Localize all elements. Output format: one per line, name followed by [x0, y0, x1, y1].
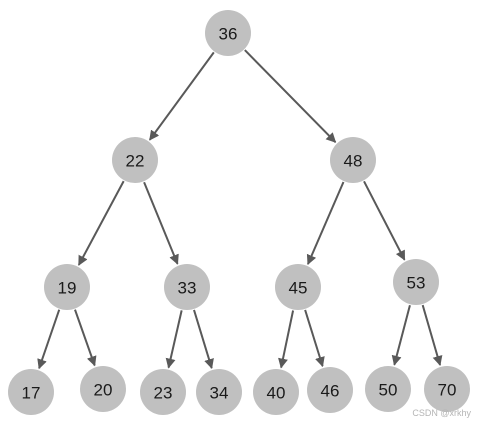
- edge-36-to-48: [244, 49, 337, 143]
- node-label: 45: [289, 279, 308, 298]
- node-label: 33: [178, 279, 197, 298]
- tree-node-70: 70: [424, 366, 470, 412]
- tree-node-17: 17: [8, 369, 54, 415]
- node-label: 48: [344, 152, 363, 171]
- tree-node-33: 33: [164, 264, 210, 310]
- node-label: 34: [210, 384, 229, 403]
- node-label: 53: [407, 274, 426, 293]
- node-circle: [44, 264, 90, 310]
- node-circle: [80, 366, 126, 412]
- node-circle: [393, 259, 439, 305]
- node-circle: [112, 137, 158, 183]
- edge-22-to-33: [143, 181, 179, 265]
- tree-node-34: 34: [196, 369, 242, 415]
- edge-48-to-53: [363, 180, 406, 261]
- tree-node-40: 40: [253, 369, 299, 415]
- tree-node-19: 19: [44, 264, 90, 310]
- tree-node-36: 36: [205, 10, 251, 56]
- edge-53-to-50: [391, 304, 411, 366]
- node-circle: [424, 366, 470, 412]
- edge-48-to-45: [306, 181, 345, 265]
- edge-33-to-23: [165, 310, 183, 369]
- edge-45-to-46: [304, 309, 325, 368]
- edge-19-to-17: [37, 309, 61, 370]
- node-label: 36: [219, 25, 238, 44]
- tree-node-23: 23: [140, 369, 186, 415]
- node-circle: [253, 369, 299, 415]
- tree-node-53: 53: [393, 259, 439, 305]
- node-circle: [196, 369, 242, 415]
- tree-node-48: 48: [330, 137, 376, 183]
- edge-53-to-70: [421, 304, 443, 366]
- tree-node-46: 46: [307, 367, 353, 413]
- node-circle: [365, 366, 411, 412]
- node-label: 70: [438, 381, 457, 400]
- node-circle: [164, 264, 210, 310]
- edge-19-to-20: [74, 309, 97, 367]
- tree-node-45: 45: [275, 264, 321, 310]
- node-label: 50: [379, 381, 398, 400]
- node-label: 46: [321, 382, 340, 401]
- node-circle: [205, 10, 251, 56]
- node-circle: [330, 137, 376, 183]
- edges-layer: [37, 49, 443, 370]
- node-label: 22: [126, 152, 145, 171]
- watermark-text: CSDN @xrkhy: [412, 408, 471, 418]
- node-label: 23: [154, 384, 173, 403]
- node-circle: [307, 367, 353, 413]
- node-circle: [275, 264, 321, 310]
- nodes-layer: 36 22 48 19 33 45 53 17 20 23 34 40 46 50 70: [8, 10, 470, 415]
- tree-node-20: 20: [80, 366, 126, 412]
- node-circle: [140, 369, 186, 415]
- edge-22-to-19: [77, 180, 125, 266]
- node-label: 20: [94, 381, 113, 400]
- tree-node-22: 22: [112, 137, 158, 183]
- node-label: 40: [267, 384, 286, 403]
- node-label: 19: [58, 279, 77, 298]
- edge-33-to-34: [193, 309, 214, 370]
- edge-36-to-22: [148, 51, 215, 141]
- node-label: 17: [22, 384, 41, 403]
- tree-node-50: 50: [365, 366, 411, 412]
- node-circle: [8, 369, 54, 415]
- edge-45-to-40: [278, 310, 295, 369]
